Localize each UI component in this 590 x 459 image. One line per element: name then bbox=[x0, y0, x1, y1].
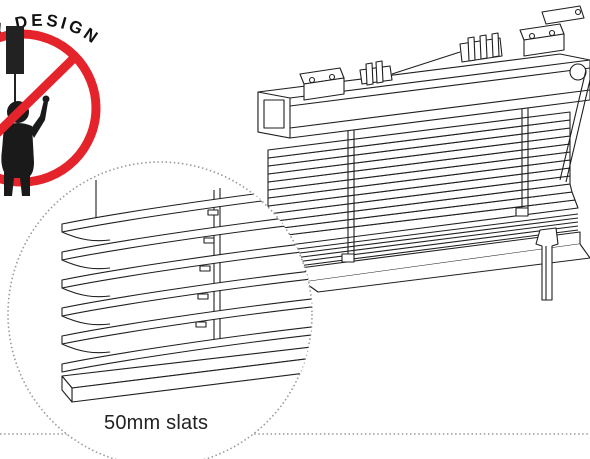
tilt-mechanism bbox=[359, 32, 503, 86]
tilt-wand bbox=[535, 63, 590, 301]
headrail bbox=[257, 53, 590, 139]
no-sign-slash bbox=[0, 54, 78, 137]
blind-assembly bbox=[257, 5, 590, 301]
cord-icon bbox=[6, 26, 24, 74]
slat-stack bbox=[261, 111, 579, 267]
child-safety-badge: Y DESIGN bbox=[0, 11, 101, 196]
mounting-bracket bbox=[299, 5, 585, 101]
zoomed-slats bbox=[61, 180, 312, 403]
magnifier-detail bbox=[7, 161, 313, 459]
slat-size-caption: 50mm slats bbox=[104, 412, 209, 434]
